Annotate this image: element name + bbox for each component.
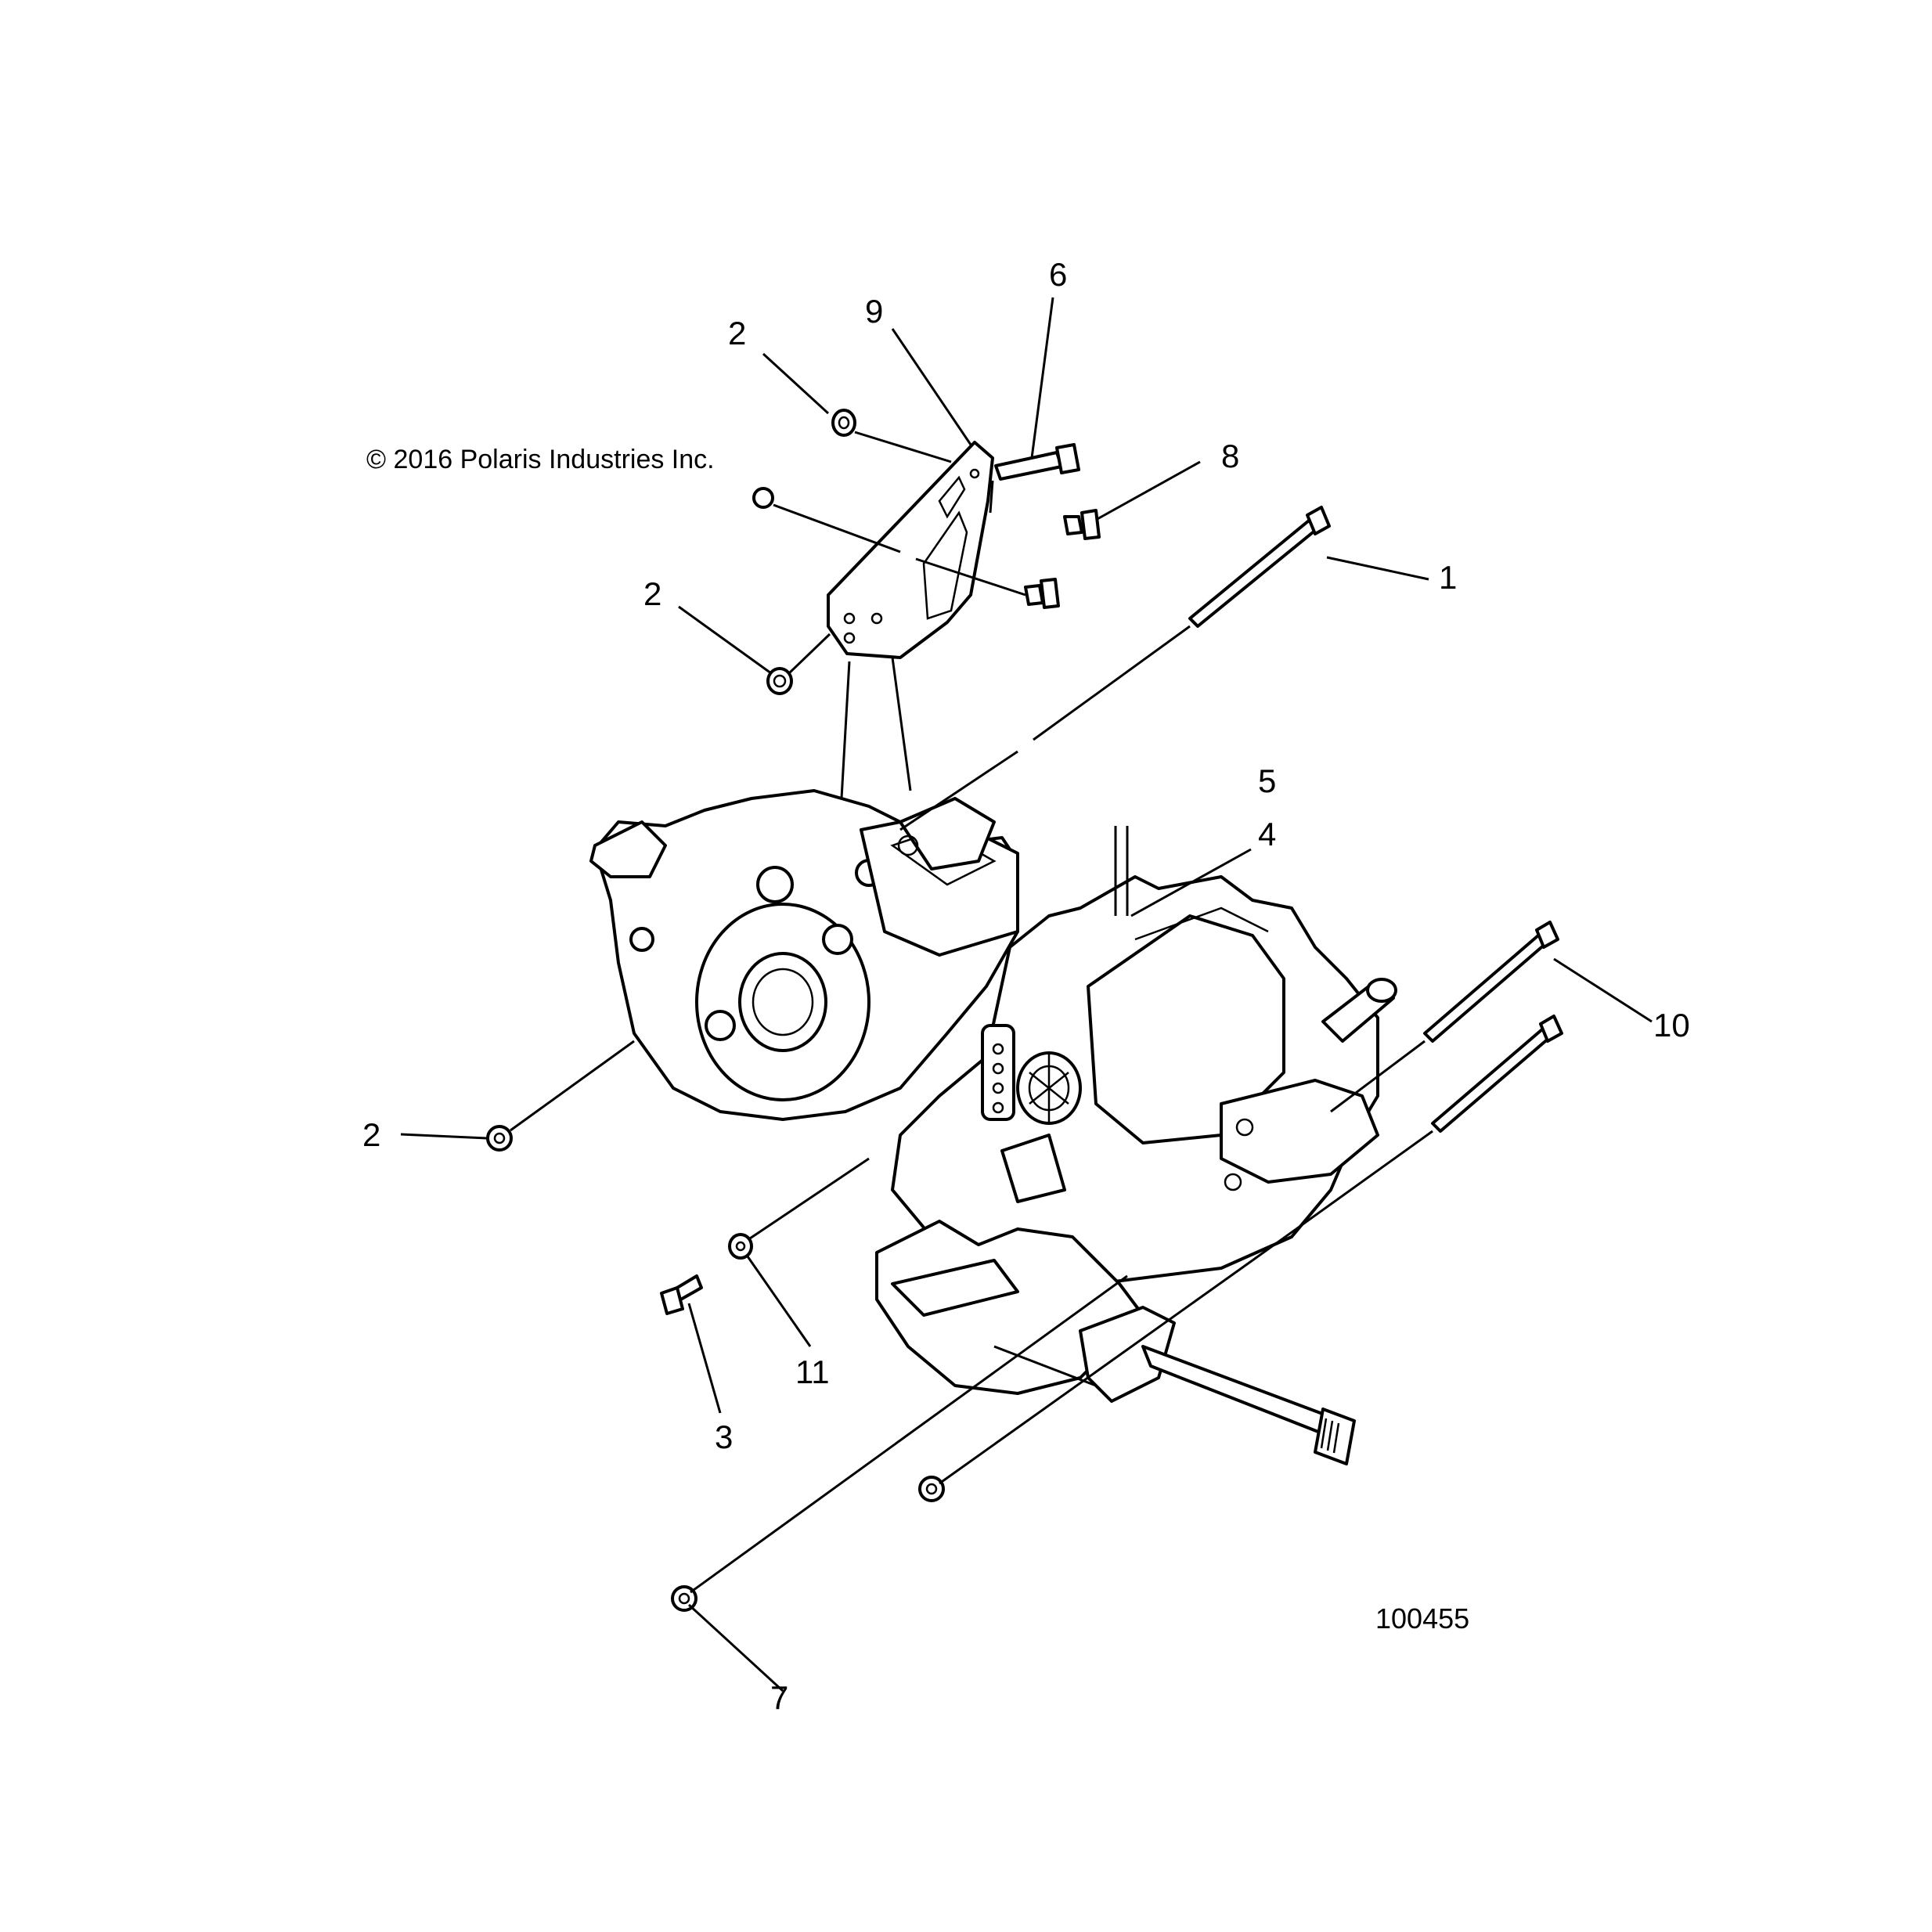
bolt-3 [660, 1274, 703, 1315]
copyright-text: © 2016 Polaris Industries Inc. [366, 445, 715, 474]
callout-10: 10 [1653, 1007, 1690, 1043]
long-bolts-10 [1423, 921, 1563, 1133]
long-bolt-1 [1188, 506, 1331, 628]
bracket-bolt-lower [1024, 578, 1060, 609]
bolt-6 [989, 443, 1080, 514]
callout-2-left: 2 [362, 1116, 380, 1153]
transmission-assembly [589, 789, 1397, 1465]
callout-5: 5 [1258, 762, 1276, 799]
callout-2-top: 2 [728, 315, 746, 351]
washer-11 [728, 1233, 753, 1260]
diagram-id: 100455 [1375, 1602, 1469, 1635]
flange-nut-top [831, 409, 856, 437]
callouts: 1 2 2 2 3 4 5 6 7 8 9 10 11 [362, 256, 1690, 1716]
flange-nut-bracket [766, 667, 793, 695]
small-nut-bracket [752, 487, 774, 509]
mounting-bracket [827, 441, 994, 659]
callout-6: 6 [1049, 256, 1067, 293]
callout-2-mid: 2 [643, 575, 661, 612]
callout-8: 8 [1221, 438, 1239, 474]
callout-4: 4 [1258, 816, 1276, 852]
nut-lower-center [918, 1476, 945, 1502]
flange-nut-left [486, 1125, 513, 1152]
leader-lines [400, 297, 1653, 1692]
bolt-8 [1063, 509, 1101, 540]
callout-9: 9 [865, 293, 883, 330]
callout-7: 7 [770, 1679, 788, 1716]
callout-1: 1 [1439, 559, 1457, 596]
callout-11: 11 [795, 1353, 830, 1390]
callout-3: 3 [715, 1418, 733, 1455]
